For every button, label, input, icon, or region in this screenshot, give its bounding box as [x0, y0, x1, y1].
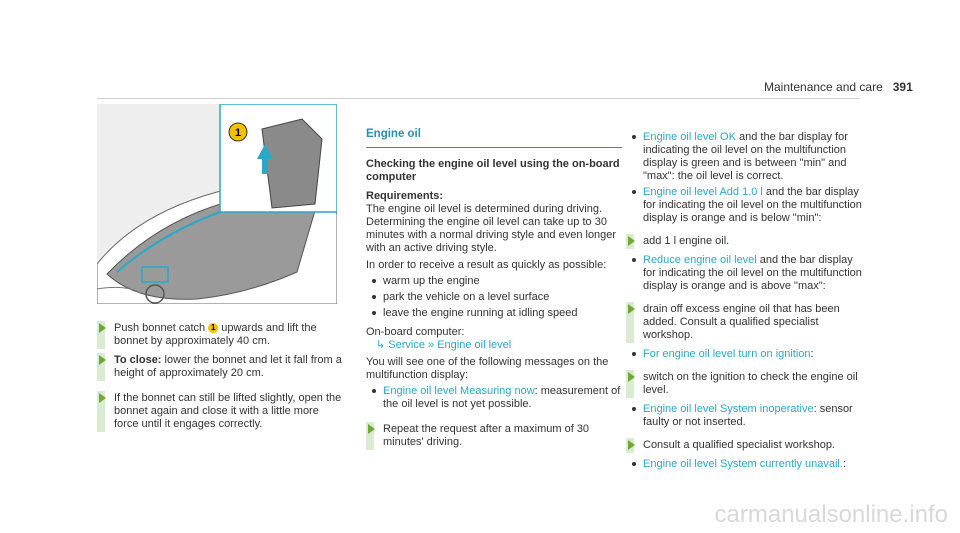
order-text: In order to receive a result as quickly … — [366, 259, 607, 271]
step-text: lower the bonnet and let it fall from a … — [114, 354, 342, 379]
callout-marker-icon — [228, 122, 248, 142]
step-arrow-icon — [99, 393, 106, 403]
page-number: 391 — [892, 80, 913, 94]
watermark: carmanualsonline.info — [714, 501, 948, 528]
right-column: Engine oil level OK and the bar display … — [626, 131, 866, 471]
bonnet-illustration: 1 — [97, 104, 337, 304]
message-name: Engine oil level Measuring now — [383, 385, 535, 397]
step-text: If the bonnet can still be lifted slight… — [114, 392, 342, 430]
list-item: Engine oil level System inoperative: sen… — [626, 403, 866, 429]
step-repeat: Repeat the request after a maximum of 30… — [366, 422, 622, 450]
return-arrow-icon: ↳ — [376, 339, 386, 351]
menu-service-link[interactable]: Service — [388, 339, 425, 351]
step-text: upwards and lift the bonnet by approxima… — [114, 322, 317, 347]
double-chevron-icon: » — [428, 339, 435, 351]
onboard-label: On-board computer: — [366, 326, 465, 338]
left-column: Push bonnet catch 1 upwards and lift the… — [97, 321, 342, 437]
list-item: leave the engine running at idling speed — [366, 307, 622, 320]
step-reopen: If the bonnet can still be lifted slight… — [97, 391, 342, 432]
section-title: Engine oil — [366, 128, 622, 148]
header-title: Maintenance and care — [764, 80, 883, 94]
menu-path: ↳ Service » Engine oil level — [366, 339, 622, 352]
list-item: Engine oil level Add 1.0 l and the bar d… — [626, 186, 866, 225]
callout-badge: 1 — [208, 323, 219, 333]
step-text: Push bonnet catch — [114, 322, 209, 334]
subheading: Checking the engine oil level using the … — [366, 158, 620, 183]
list-item: warm up the engine — [366, 275, 622, 288]
messages-intro: You will see one of the following messag… — [366, 356, 609, 381]
step-arrow-icon — [99, 323, 106, 333]
page-header: Maintenance and care 391 — [764, 80, 913, 94]
step-consult: Consult a qualified specialist workshop. — [626, 438, 866, 453]
step-ignition: switch on the ignition to check the engi… — [626, 370, 866, 398]
list-item: park the vehicle on a level surface — [366, 291, 622, 304]
step-close: To close: lower the bonnet and let it fa… — [97, 353, 342, 381]
list-item: Engine oil level Measuring now: measurem… — [366, 385, 622, 411]
list-item: For engine oil level turn on ignition: — [626, 348, 866, 361]
step-text: Repeat the request after a maximum of 30… — [383, 423, 590, 448]
header-rule — [97, 98, 860, 99]
menu-engine-oil-link[interactable]: Engine oil level — [437, 339, 512, 351]
step-arrow-icon — [628, 372, 635, 382]
list-item: Reduce engine oil level and the bar disp… — [626, 254, 866, 293]
requirements-label: Requirements: — [366, 190, 444, 202]
step-arrow-icon — [368, 424, 375, 434]
step-push-catch: Push bonnet catch 1 upwards and lift the… — [97, 321, 342, 349]
list-item: Engine oil level OK and the bar display … — [626, 131, 866, 183]
step-arrow-icon — [628, 440, 635, 450]
step-drain: drain off excess engine oil that has bee… — [626, 302, 866, 343]
step-arrow-icon — [628, 236, 635, 246]
middle-column: Engine oil Checking the engine oil level… — [366, 128, 622, 455]
callout-number: 1 — [235, 127, 241, 139]
list-item: Engine oil level System currently unavai… — [626, 458, 866, 471]
car-front-drawing: 1 — [97, 104, 337, 304]
step-arrow-icon — [628, 304, 635, 314]
step-arrow-icon — [99, 355, 106, 365]
step-bold-label: To close: — [114, 354, 162, 366]
step-add-oil: add 1 l engine oil. — [626, 234, 866, 249]
requirements-text: The engine oil level is determined durin… — [366, 203, 617, 254]
